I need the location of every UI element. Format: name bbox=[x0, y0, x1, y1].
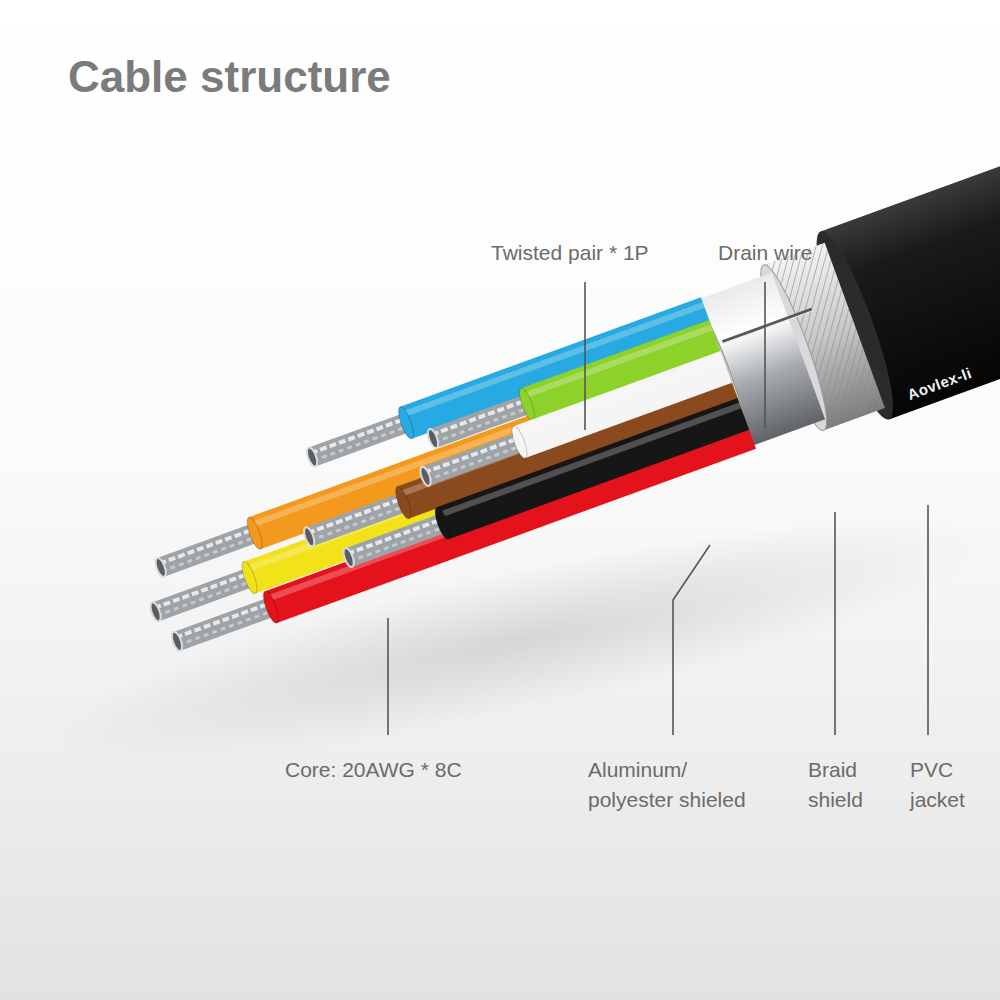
drain-wire-highlight bbox=[723, 311, 812, 343]
strand bbox=[347, 520, 441, 554]
strand bbox=[313, 427, 407, 461]
leader-line bbox=[584, 282, 586, 430]
strand bbox=[159, 529, 253, 563]
strand bbox=[311, 419, 405, 453]
wires bbox=[115, 297, 756, 662]
leader-line bbox=[673, 545, 710, 735]
conductor-tip bbox=[418, 466, 432, 488]
part-label: Braid shield bbox=[808, 755, 880, 816]
leader-line bbox=[927, 505, 929, 735]
strand bbox=[176, 603, 270, 637]
insulation-end bbox=[432, 506, 453, 541]
part-label: Twisted pair * 1P bbox=[491, 238, 649, 268]
conductor bbox=[426, 442, 520, 476]
conductor-tip bbox=[148, 601, 162, 623]
insulation-end bbox=[396, 405, 417, 440]
strand bbox=[427, 446, 521, 480]
conductor-tip bbox=[154, 557, 168, 579]
leader-lines bbox=[388, 282, 928, 735]
insulation-end bbox=[516, 387, 537, 422]
strand bbox=[308, 499, 402, 533]
conductor bbox=[349, 523, 443, 557]
conductor-tip bbox=[170, 631, 184, 653]
conductor-tip bbox=[302, 526, 316, 548]
conductor bbox=[177, 607, 271, 641]
strand bbox=[350, 527, 444, 561]
part-label: Drain wire bbox=[718, 238, 813, 268]
strand bbox=[178, 611, 272, 645]
part-label: PVC jacket bbox=[910, 755, 986, 816]
insulation-end bbox=[244, 516, 265, 551]
conductor-tip bbox=[305, 446, 319, 468]
conductor-tip bbox=[341, 547, 355, 569]
leader-line bbox=[387, 618, 389, 735]
conductor bbox=[156, 578, 250, 612]
part-label: Core: 20AWG * 8C bbox=[285, 755, 462, 785]
insulation-end bbox=[393, 485, 414, 520]
drain-wire bbox=[722, 309, 811, 341]
insulation-end bbox=[239, 560, 260, 595]
conductor-tip bbox=[426, 428, 440, 450]
strand bbox=[432, 401, 526, 435]
cable bbox=[107, 95, 1000, 679]
insulation-highlight bbox=[516, 358, 723, 433]
strand bbox=[154, 574, 248, 608]
conductor bbox=[312, 423, 406, 457]
strand bbox=[424, 438, 518, 472]
leader-line bbox=[764, 282, 766, 428]
conductor bbox=[161, 533, 255, 567]
insulation-end bbox=[509, 424, 530, 459]
insulation-end bbox=[260, 589, 281, 624]
part-label: Aluminum/ polyester shieled bbox=[588, 755, 773, 816]
diagram-title: Cable structure bbox=[68, 52, 391, 102]
leader-line bbox=[834, 512, 836, 735]
conductor bbox=[309, 503, 403, 537]
wire-insulation bbox=[519, 367, 726, 442]
